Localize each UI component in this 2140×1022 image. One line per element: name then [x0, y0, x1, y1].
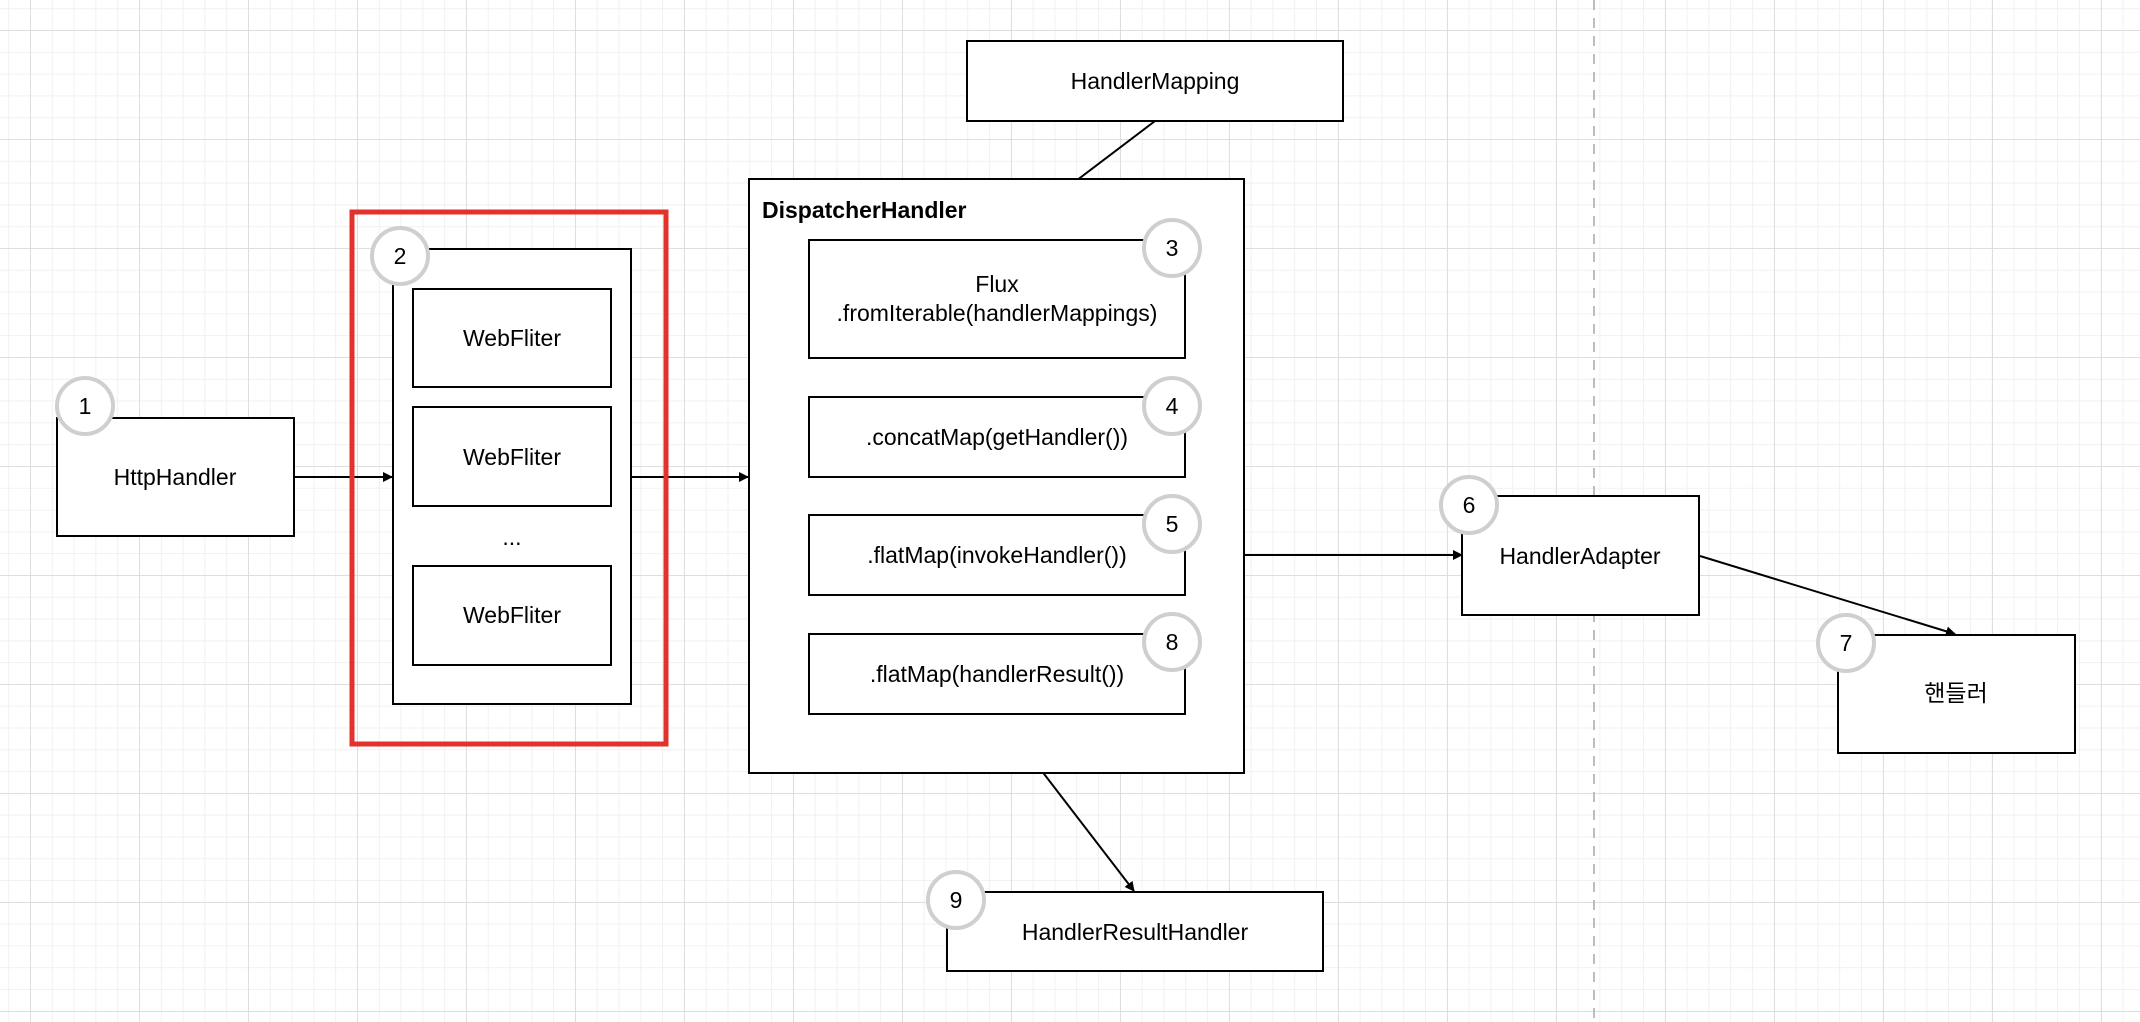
- svg-text:9: 9: [950, 887, 963, 913]
- step-badge-7: 7: [1816, 613, 1876, 673]
- handler-result-handler-node: HandlerResultHandler: [946, 891, 1324, 972]
- svg-text:4: 4: [1166, 393, 1179, 419]
- step-badge-9: 9: [926, 870, 986, 930]
- dispatcher-handler-title: DispatcherHandler: [762, 197, 967, 223]
- flux-label-line1: Flux: [975, 271, 1019, 297]
- flat-map-invoke-label: .flatMap(invokeHandler()): [867, 542, 1126, 568]
- svg-text:2: 2: [394, 243, 407, 269]
- svg-text:1: 1: [79, 393, 92, 419]
- step-badge-1: 1: [55, 376, 115, 436]
- http-handler-node: HttpHandler: [56, 417, 295, 537]
- svg-text:7: 7: [1840, 630, 1853, 656]
- concat-map-label: .concatMap(getHandler()): [866, 424, 1128, 450]
- flux-label-line2: .fromIterable(handlerMappings): [837, 300, 1158, 326]
- web-filter-2: WebFliter: [412, 406, 612, 507]
- step-badge-8: 8: [1142, 612, 1202, 672]
- step-badge-6: 6: [1439, 475, 1499, 535]
- handler-result-handler-label: HandlerResultHandler: [1022, 919, 1249, 945]
- step-badge-5: 5: [1142, 494, 1202, 554]
- web-filter-ellipsis: ...: [502, 524, 521, 550]
- svg-text:8: 8: [1166, 629, 1179, 655]
- handler-mapping-node: HandlerMapping: [966, 40, 1344, 122]
- svg-text:3: 3: [1166, 235, 1179, 261]
- step-badge-4: 4: [1142, 376, 1202, 436]
- highlight-frame: [349, 209, 669, 747]
- flux-from-iterable-node: Flux .fromIterable(handlerMappings): [808, 239, 1186, 359]
- flat-map-result-node: .flatMap(handlerResult()): [808, 633, 1186, 715]
- dispatcher-handler-container: DispatcherHandler Flux .fromIterable(han…: [748, 178, 1245, 774]
- web-filter-label: WebFliter: [463, 325, 561, 351]
- web-filter-3: WebFliter: [412, 565, 612, 666]
- concat-map-node: .concatMap(getHandler()): [808, 396, 1186, 478]
- handler-label: 핸들러: [1924, 681, 1987, 707]
- handler-adapter-label: HandlerAdapter: [1499, 543, 1660, 569]
- handler-adapter-node: HandlerAdapter: [1461, 495, 1700, 616]
- flat-map-result-label: .flatMap(handlerResult()): [870, 661, 1124, 687]
- edge-handleradapter-to-handler: [1699, 555, 1956, 637]
- flat-map-invoke-node: .flatMap(invokeHandler()): [808, 514, 1186, 596]
- http-handler-label: HttpHandler: [114, 464, 237, 490]
- svg-text:5: 5: [1166, 511, 1179, 537]
- handler-node: 핸들러: [1837, 634, 2076, 754]
- web-filter-chain: WebFliter WebFliter ... WebFliter: [349, 209, 669, 747]
- web-filter-label: WebFliter: [463, 602, 561, 628]
- web-filter-label: WebFliter: [463, 444, 561, 470]
- step-badge-2: 2: [370, 226, 430, 286]
- web-filter-1: WebFliter: [412, 288, 612, 388]
- svg-text:6: 6: [1463, 492, 1476, 518]
- handler-mapping-label: HandlerMapping: [1071, 68, 1240, 94]
- step-badge-3: 3: [1142, 218, 1202, 278]
